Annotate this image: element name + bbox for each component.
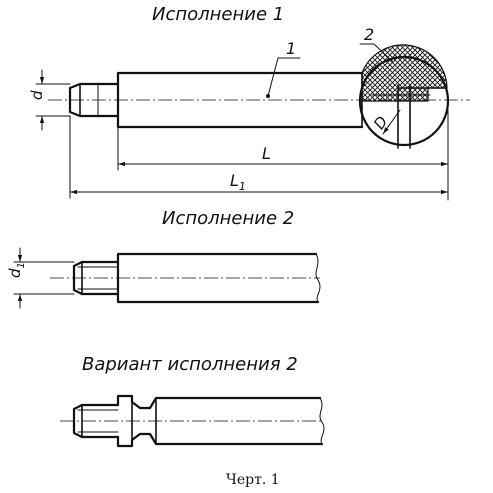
variant2-shaft bbox=[116, 252, 320, 304]
variant1-view: Исполнение 1 1 2 D d bbox=[28, 4, 470, 201]
variant2-dim-d1-main: d bbox=[6, 268, 24, 278]
variant1-label-2: 2 bbox=[364, 25, 374, 44]
variant2-dim-d1-sub: 1 bbox=[16, 262, 27, 268]
variant1-dim-L1-sub: 1 bbox=[239, 180, 246, 193]
variant1-leader-1-dot bbox=[266, 94, 270, 98]
variant2-tip bbox=[72, 260, 120, 296]
variant1-dim-L: L bbox=[262, 144, 271, 163]
variant2-alt-tip bbox=[72, 403, 120, 439]
variant1-leader-1 bbox=[267, 57, 301, 97]
variant2-title: Исполнение 2 bbox=[162, 208, 294, 229]
variant2-break bbox=[315, 253, 321, 303]
variant1-shaft bbox=[116, 71, 364, 129]
variant1-label-1: 1 bbox=[286, 39, 296, 58]
variant2-view: Исполнение 2 d1 bbox=[6, 208, 321, 309]
variant1-dim-D: D bbox=[370, 113, 391, 133]
variant1-dim-D-arrow bbox=[382, 109, 401, 135]
variant2-alt-title: Вариант исполнения 2 bbox=[82, 354, 298, 375]
variant1-dim-L1-main: L bbox=[230, 171, 239, 190]
variant1-title: Исполнение 1 bbox=[152, 4, 284, 25]
variant2-alt-view: Вариант исполнения 2 bbox=[60, 354, 325, 448]
variant1-ball-section bbox=[361, 44, 448, 102]
variant2-dim-d1: d1 bbox=[6, 262, 27, 278]
variant2-alt-break bbox=[319, 397, 325, 445]
variant2-alt-body bbox=[116, 394, 324, 448]
variant1-leader-2 bbox=[359, 43, 394, 63]
variant1-tip bbox=[68, 82, 120, 118]
variant1-dim-d: d bbox=[28, 90, 46, 100]
variant1-dim-L1: L1 bbox=[230, 171, 246, 193]
figure-caption: Черт. 1 bbox=[226, 472, 280, 488]
